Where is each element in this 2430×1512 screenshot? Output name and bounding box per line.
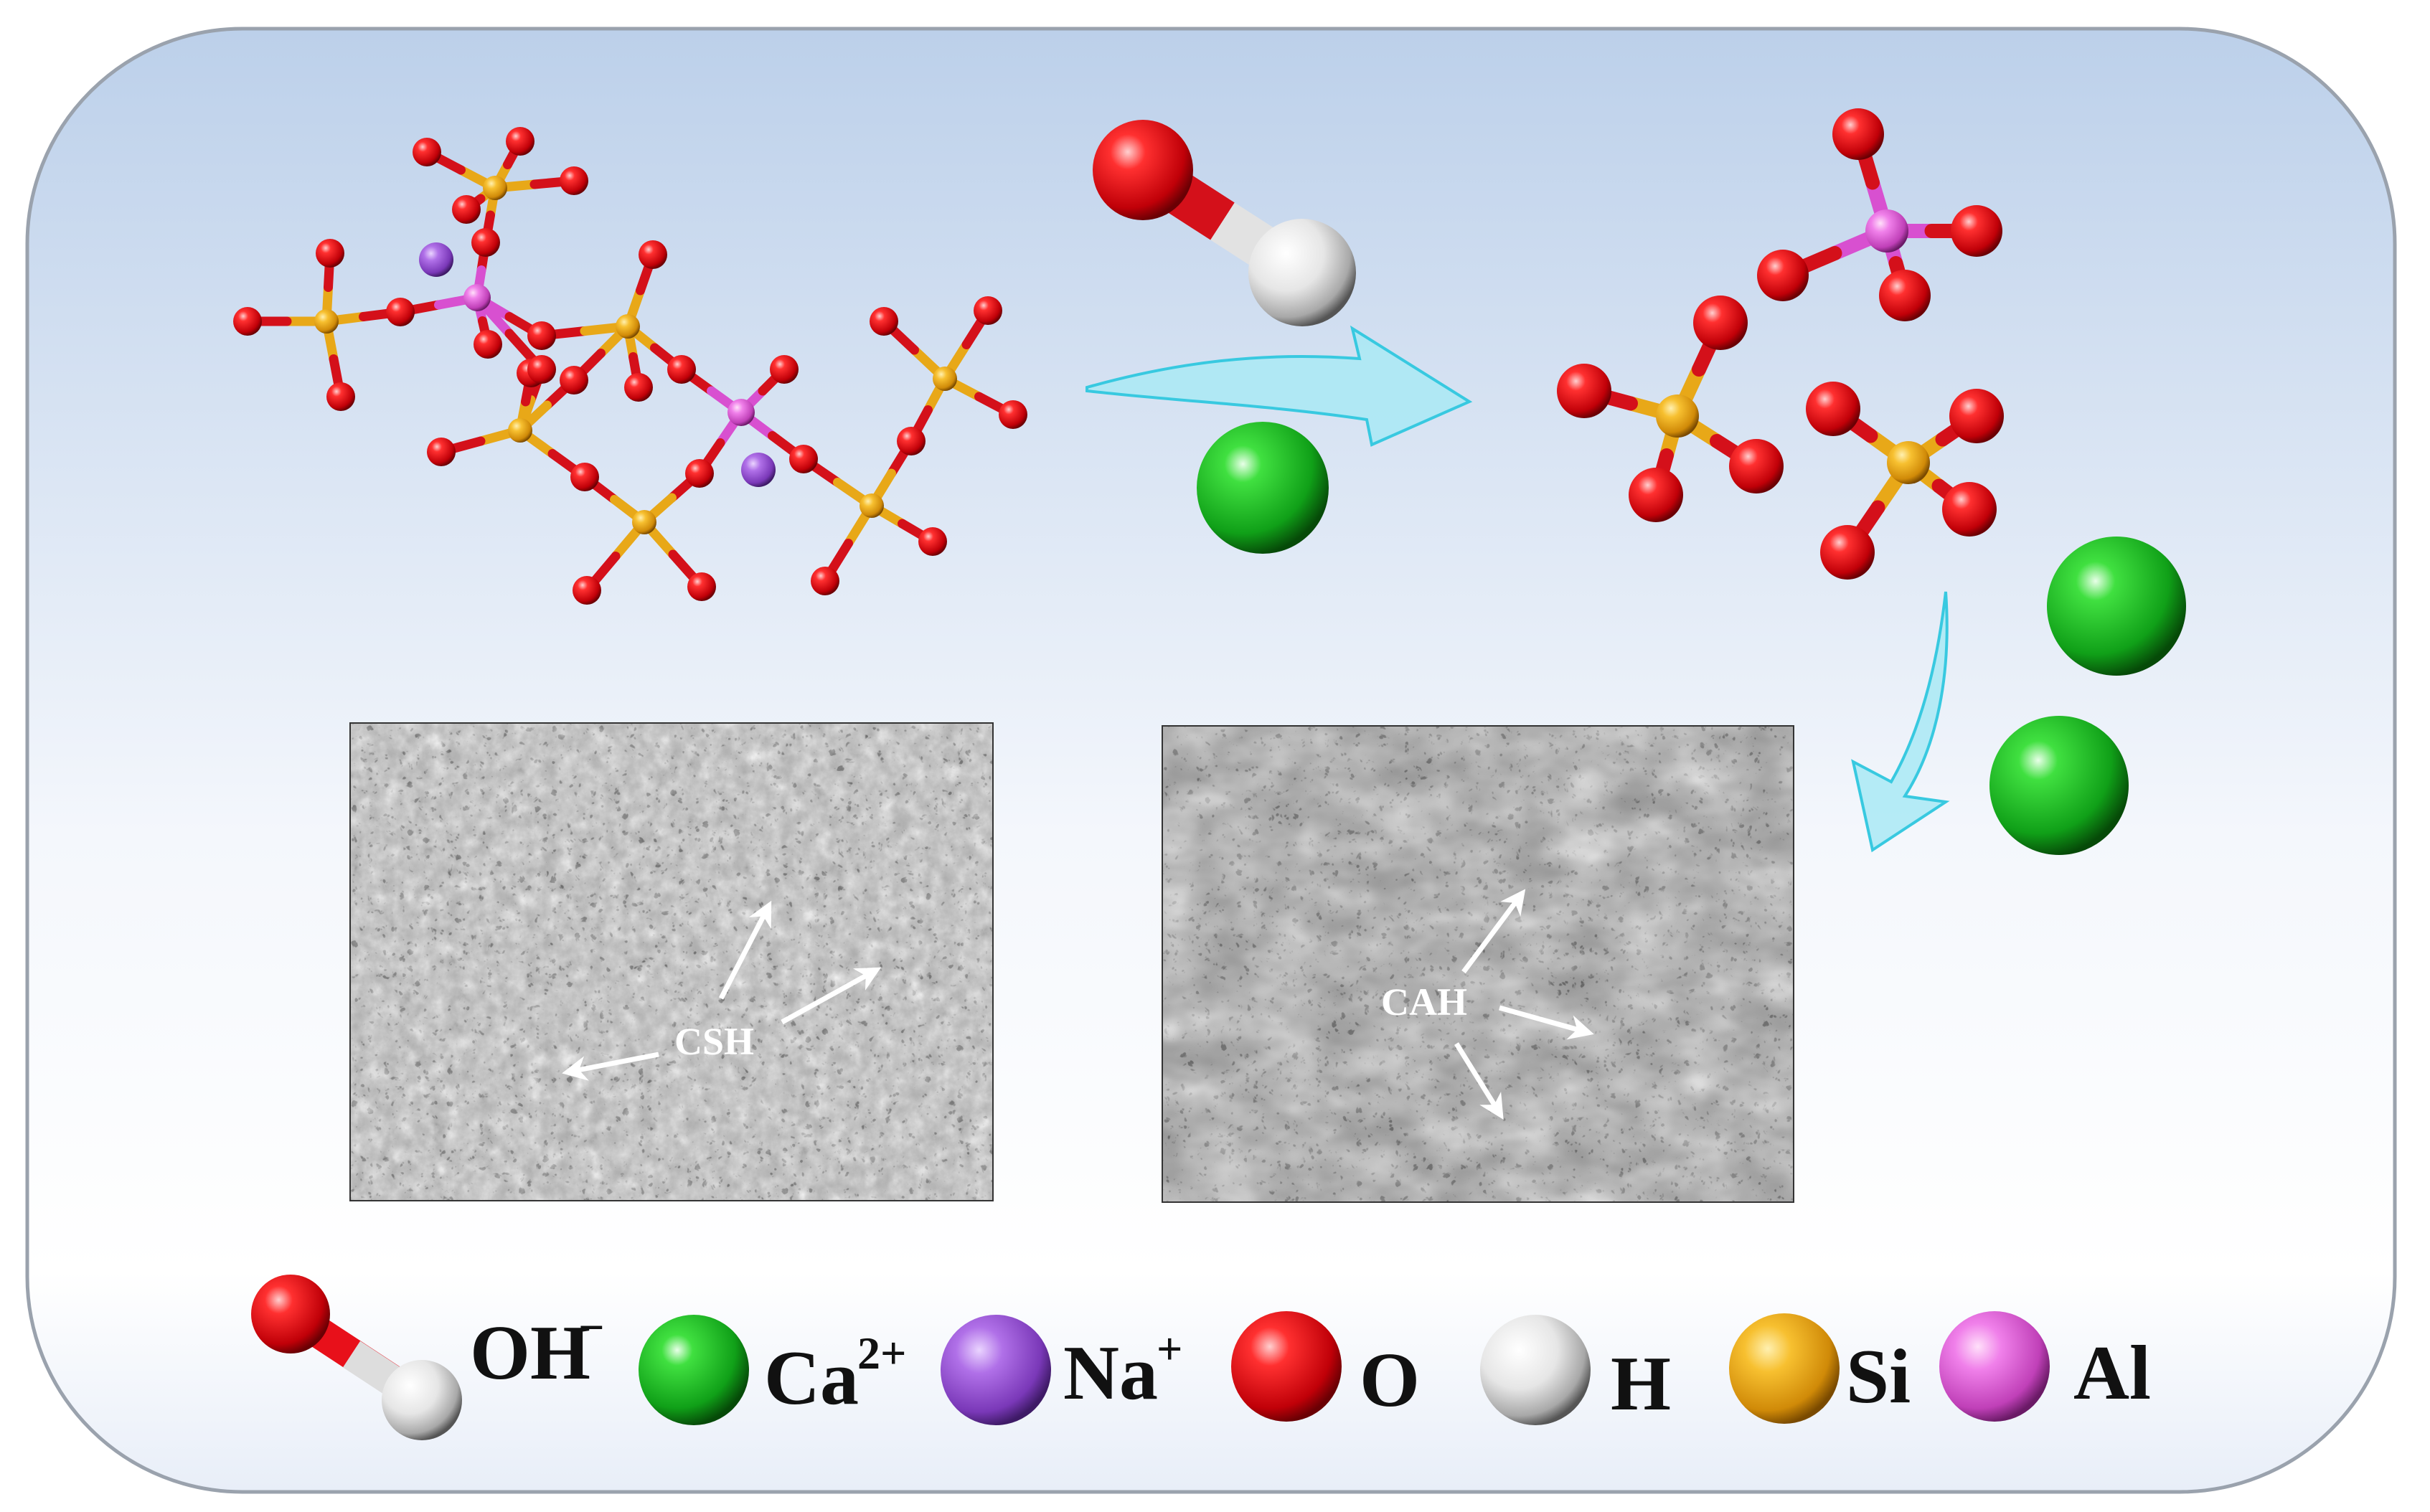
oxygen-atom [386,298,415,326]
oxygen-atom [667,355,696,384]
silicon-atom [483,176,507,200]
oxygen-atom [1951,205,2002,257]
legend-item-aluminum: Al [1939,1311,2151,1422]
legend-sup-oh: − [578,1302,604,1353]
legend-item-calcium: Ca 2+ [639,1315,906,1425]
oxygen-atom [573,576,601,605]
oxygen-atom [1629,468,1683,522]
oxygen-atom [639,240,667,269]
legend-item-hydroxide: OH − [251,1275,604,1440]
reaction-arrow-down [1851,591,1950,853]
oxygen-atom [452,195,481,224]
oxygen-atom [560,366,588,394]
silicon-atom [1887,441,1930,484]
silicon-atom [616,314,640,339]
silicon-atom [508,418,532,443]
oxygen-atom [687,572,716,601]
aluminum-atom [1865,209,1908,252]
legend-label-ca: Ca [764,1336,859,1421]
silicon-atom [314,309,339,334]
sodium-atom [741,453,776,487]
silicon-atom [860,493,884,518]
oxygen-atom [1557,364,1611,418]
calcium-atom-icon [639,1315,749,1425]
silicon-atom-icon [1729,1313,1840,1424]
oxygen-atom [999,400,1027,429]
legend-item-oxygen: O [1231,1311,1420,1423]
oxygen-atom [1093,120,1193,220]
oxygen-atom [1942,482,1997,537]
oxygen-atom [1757,250,1809,301]
legend-label-na: Na [1063,1331,1158,1416]
sodium-atom [419,242,453,277]
oxygen-atom [427,438,456,466]
oxygen-atom [326,382,355,411]
sem-image-csh: CSH [349,722,994,1201]
oxygen-atom [1806,382,1860,436]
legend-label-si: Si [1846,1334,1911,1419]
oxygen-atom [918,527,947,556]
legend-item-hydrogen: H [1480,1315,1671,1427]
legend-label-h: H [1611,1341,1671,1427]
oxygen-atom [1693,296,1748,350]
oxygen-atom [1879,270,1931,321]
hydrogen-atom-icon [1480,1315,1591,1425]
oxygen-atom [1832,108,1884,160]
legend-sup-ca: 2+ [857,1328,906,1379]
hydrogen-atom [1248,219,1356,326]
oxygen-atom [506,127,534,156]
oxygen-atom [685,459,714,488]
legend-label-al: Al [2073,1331,2151,1416]
oxygen-atom [570,463,599,491]
oxygen-atom-icon [1231,1311,1342,1422]
oxygen-atom [624,373,653,402]
csh-label: CSH [674,1020,754,1063]
silicon-atom [933,367,957,391]
calcium-atom [2047,537,2186,676]
oxygen-atom [1949,389,2004,443]
silicon-atom [632,510,656,534]
oxygen-atom [474,330,502,359]
legend-sup-na: + [1157,1323,1182,1374]
oxygen-atom [560,166,588,195]
oxygen-atom [1820,525,1875,580]
oxygen-atom [233,307,262,336]
molecule-atoms [233,108,2186,855]
reaction-arrow-right [1086,325,1473,447]
oxygen-atom [789,445,818,473]
cah-label: CAH [1381,981,1467,1024]
oxygen-atom [527,355,556,384]
calcium-atom [1989,716,2129,855]
hydroxide-molecule-icon [251,1275,462,1440]
oxygen-atom [527,321,556,350]
oxygen-atom [1729,439,1784,493]
oxygen-atom [471,228,500,257]
sodium-atom-icon [941,1315,1051,1425]
legend-item-sodium: Na + [941,1315,1182,1425]
sem-image-cah: CAH [1162,725,1794,1203]
legend-item-silicon: Si [1729,1313,1911,1424]
silicon-atom [1656,394,1699,438]
aluminum-atom [727,399,755,426]
oxygen-atom [770,355,799,384]
oxygen-atom [974,296,1002,325]
oxygen-atom [870,307,898,336]
legend-label-o: O [1360,1338,1420,1423]
oxygen-atom [413,138,441,166]
oxygen-atom [316,239,344,268]
legend-label-oh: OH [470,1310,590,1396]
aluminum-atom [463,284,491,311]
legend: OH − Ca 2+ Na + O H Si [251,1275,2151,1440]
oxygen-atom [897,427,926,455]
aluminum-atom-icon [1939,1311,2050,1422]
calcium-atom [1197,422,1329,554]
oxygen-atom [811,567,839,595]
